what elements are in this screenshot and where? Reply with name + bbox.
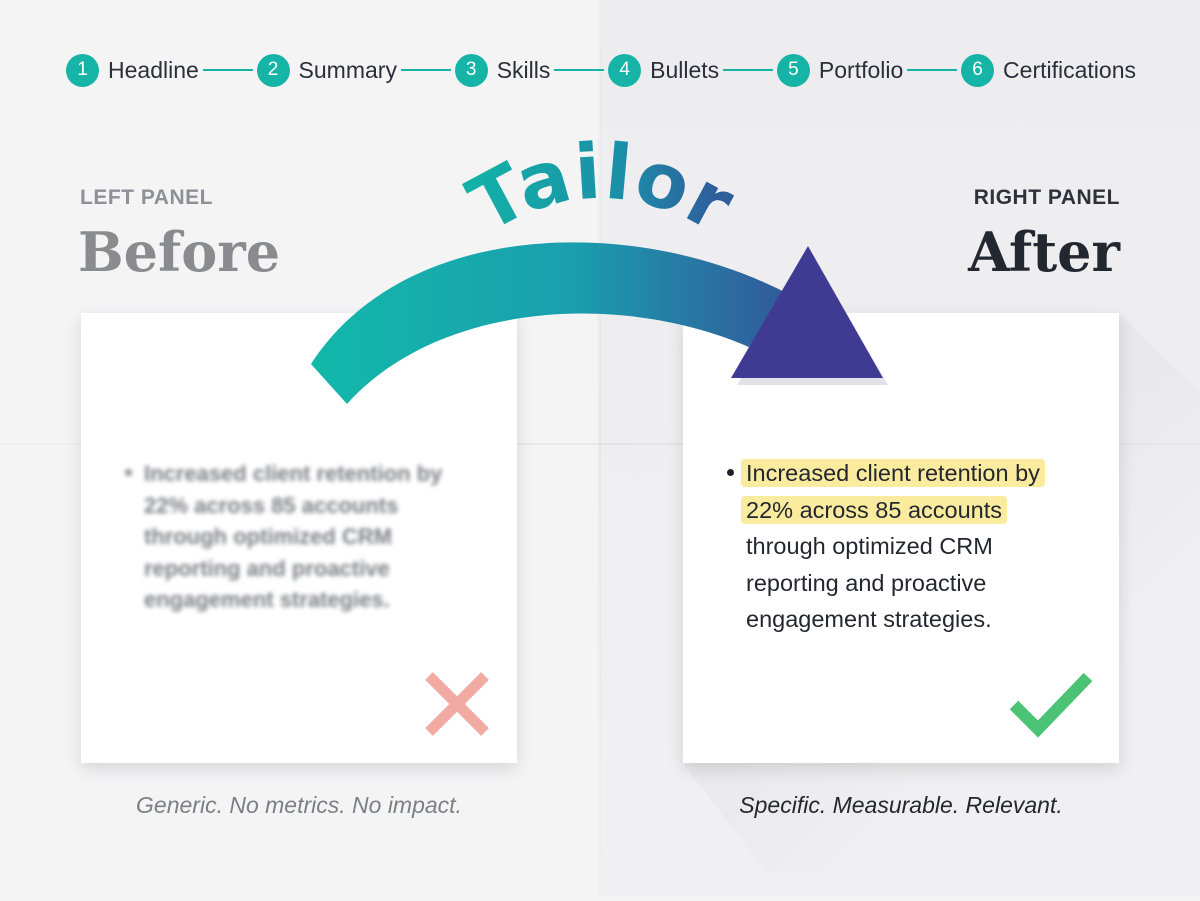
- step-label: Bullets: [650, 56, 720, 83]
- left-panel-kicker: LEFT PANEL: [80, 186, 213, 209]
- step-number: 2: [256, 53, 290, 87]
- x-icon: [425, 672, 489, 736]
- after-bullet-text: Increased client retention by 22% across…: [741, 455, 1045, 638]
- bullet-line: engagement strategies.: [746, 606, 992, 632]
- step-connector: [202, 69, 253, 71]
- bullet-dot: [727, 469, 734, 476]
- before-title: Before: [78, 220, 281, 284]
- step-skills[interactable]: 3 Skills: [454, 53, 551, 87]
- highlighted-metric: 22% across 85 accounts: [741, 495, 1008, 524]
- check-icon: [1009, 672, 1093, 738]
- step-label: Headline: [108, 56, 199, 83]
- after-card: Increased client retention by 22% across…: [683, 313, 1119, 763]
- step-connector: [723, 69, 773, 71]
- bullet-line: Increased client retention by: [144, 461, 443, 486]
- bullet-line: reporting and proactive: [144, 555, 390, 581]
- bullet-line: through optimized CRM: [144, 524, 393, 549]
- step-progress: 1 Headline 2 Summary 3 Skills 4 Bullets …: [66, 52, 1136, 88]
- bullet-line: engagement strategies.: [144, 587, 390, 612]
- bullet-dot: [125, 469, 132, 476]
- bullet-line: 22% across 85 accounts: [144, 492, 399, 518]
- after-bullet: Increased client retention by 22% across…: [727, 455, 1097, 638]
- before-bullet: Increased client retention by 22% across…: [125, 458, 465, 616]
- step-number: 5: [776, 53, 810, 87]
- step-label: Skills: [496, 56, 551, 83]
- before-card: Increased client retention by 22% across…: [81, 313, 517, 763]
- step-portfolio[interactable]: 5 Portfolio: [776, 53, 904, 87]
- step-number: 1: [66, 53, 99, 87]
- paper-fold-vertical: [598, 0, 601, 896]
- before-caption: Generic. No metrics. No impact.: [136, 792, 462, 818]
- step-label: Portfolio: [818, 56, 904, 83]
- step-connector: [554, 69, 605, 71]
- bullet-line: reporting and proactive: [746, 569, 987, 596]
- bullet-line: through optimized CRM: [746, 533, 993, 559]
- after-title: After: [968, 220, 1120, 284]
- step-connector: [400, 69, 451, 71]
- step-certifications[interactable]: 6 Certifications: [961, 53, 1136, 87]
- highlighted-metric: Increased client retention by: [741, 459, 1045, 487]
- before-bullet-text: Increased client retention by 22% across…: [144, 458, 442, 616]
- step-bullets[interactable]: 4 Bullets: [608, 53, 720, 87]
- step-number: 4: [608, 53, 642, 87]
- step-label: Certifications: [1003, 56, 1136, 83]
- step-number: 6: [961, 53, 995, 87]
- paper-fold-horizontal: [0, 443, 1200, 445]
- step-headline[interactable]: 1 Headline: [66, 53, 199, 87]
- step-summary[interactable]: 2 Summary: [256, 53, 397, 87]
- step-number: 3: [454, 53, 488, 87]
- step-label: Summary: [298, 56, 397, 83]
- right-panel-kicker: RIGHT PANEL: [973, 186, 1120, 209]
- after-caption: Specific. Measurable. Relevant.: [739, 792, 1063, 818]
- step-connector: [907, 69, 958, 71]
